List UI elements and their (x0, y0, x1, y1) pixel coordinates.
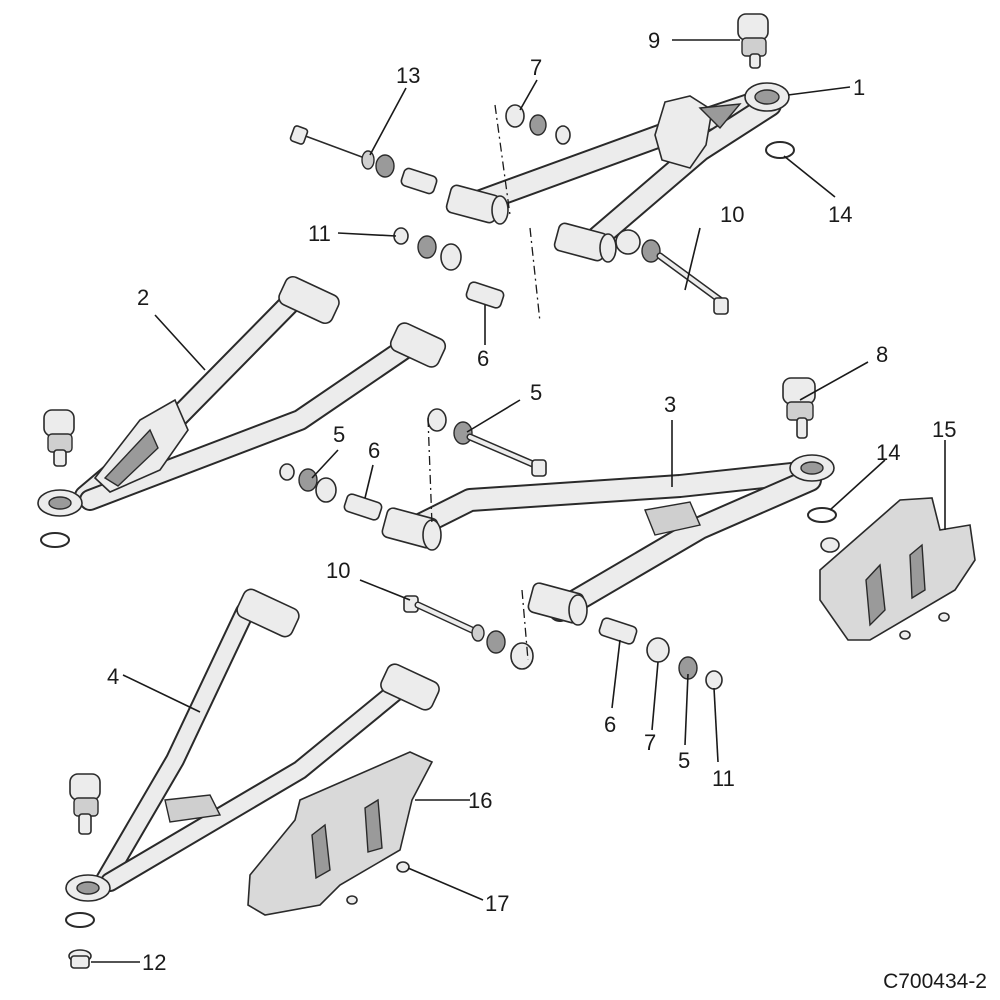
callout-14-lower: 14 (876, 440, 900, 465)
callout-9: 9 (648, 28, 660, 53)
ball-joint-part-9 (737, 13, 769, 69)
callout-11-upper: 11 (308, 221, 331, 246)
hardware-upper-front (289, 104, 571, 195)
hardware-upper-rear (615, 229, 729, 315)
callout-7-top: 7 (530, 55, 542, 80)
callout-14-upper: 14 (828, 202, 852, 227)
circlip-left-lower (65, 912, 95, 928)
a-arm-part-2 (37, 275, 447, 517)
callout-6-left: 6 (368, 438, 380, 463)
bushing-sleeve-rear (553, 222, 617, 263)
callout-5-right: 5 (678, 748, 690, 773)
guard-plate-part-15 (819, 497, 976, 641)
leader-lines (91, 39, 946, 963)
circlip-part-14-upper (765, 141, 795, 159)
callout-17: 17 (485, 891, 509, 916)
callout-3: 3 (664, 392, 676, 417)
callout-5-top: 5 (530, 380, 542, 405)
ball-joint-left-lower (69, 773, 101, 835)
callout-16: 16 (468, 788, 492, 813)
callout-4: 4 (107, 664, 119, 689)
centerline (529, 227, 541, 323)
callout-5-left: 5 (333, 422, 345, 447)
callout-2: 2 (137, 285, 149, 310)
callout-1: 1 (853, 75, 865, 100)
bushing-sleeve-front (445, 184, 509, 225)
circlip-left-upper (40, 532, 70, 548)
ball-joint-left-upper (43, 409, 75, 467)
a-arm-part-3 (381, 454, 835, 626)
callout-7-bottom: 7 (644, 730, 656, 755)
plug-part-12 (68, 949, 92, 969)
callout-6-lower: 6 (604, 712, 616, 737)
centerline (427, 417, 433, 526)
callout-8: 8 (876, 342, 888, 367)
a-arm-part-1 (445, 82, 790, 263)
circlip-part-14-lower (807, 507, 837, 523)
ball-joint-part-8 (782, 377, 816, 439)
a-arm-part-4 (65, 588, 440, 902)
callout-10-lower: 10 (326, 558, 350, 583)
drawing-code: C700434-2 (883, 970, 987, 993)
callout-numbers: 1 2 3 4 5 5 5 6 6 6 7 7 8 9 10 10 11 11 … (107, 28, 987, 993)
callout-10-upper: 10 (720, 202, 744, 227)
callout-13: 13 (396, 63, 420, 88)
guard-plate-part-16 (247, 751, 434, 916)
callout-15: 15 (932, 417, 956, 442)
hardware-lower-rear (403, 595, 723, 690)
callout-12: 12 (142, 950, 166, 975)
callout-6-upper: 6 (477, 346, 489, 371)
callout-11-lower: 11 (712, 766, 735, 791)
hardware-middle (393, 227, 505, 309)
centerline (521, 589, 529, 661)
